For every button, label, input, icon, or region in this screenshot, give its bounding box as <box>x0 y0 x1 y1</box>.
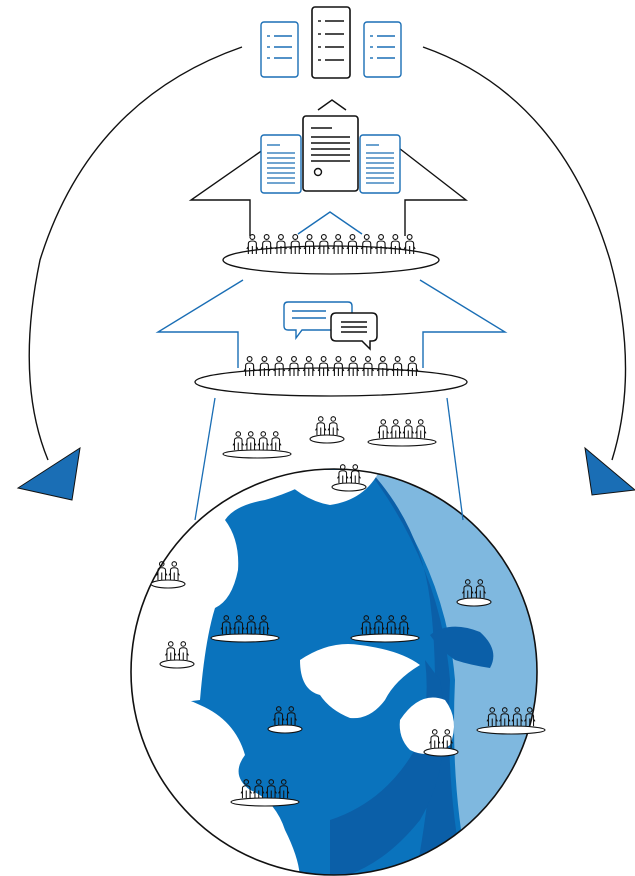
globe-outline <box>130 468 538 876</box>
person-icon <box>245 431 257 451</box>
person-icon <box>303 234 316 255</box>
funnel-line-left <box>194 397 216 521</box>
person-icon <box>302 356 315 377</box>
small-groups <box>150 416 546 807</box>
group-platform <box>456 597 492 607</box>
blue-chevron <box>297 211 363 235</box>
right-cycle-arc <box>422 46 627 461</box>
person-icon <box>289 234 302 255</box>
funnel-line-right <box>446 397 464 521</box>
document-icon <box>359 134 401 194</box>
person-icon <box>258 356 271 377</box>
people-group <box>476 707 546 735</box>
person-icon <box>403 234 416 255</box>
people-group <box>210 615 280 643</box>
people-group <box>222 431 292 459</box>
group-platform <box>222 449 292 459</box>
land-center <box>300 644 420 719</box>
land-island <box>399 697 454 754</box>
group-platform <box>350 633 420 643</box>
mid-documents <box>260 115 401 194</box>
person-icon <box>402 419 414 439</box>
group-platform <box>309 434 345 444</box>
person-icon <box>246 234 259 255</box>
group-platform <box>423 747 459 757</box>
person-icon <box>377 419 389 439</box>
mid-crowd-platform <box>194 367 468 397</box>
person-icon <box>376 356 389 377</box>
people-group <box>309 416 345 444</box>
mid-crowd <box>243 356 419 377</box>
people-group <box>267 706 303 734</box>
right-arrowhead <box>584 446 635 496</box>
chat-bubbles-icon <box>283 301 378 351</box>
person-icon <box>332 234 345 255</box>
black-arrow-left <box>188 144 271 236</box>
document-list-icon <box>363 21 402 78</box>
people-group <box>367 419 437 447</box>
document-icon <box>302 115 359 192</box>
person-icon <box>360 234 373 255</box>
person-icon <box>374 234 388 255</box>
person-icon <box>287 356 301 377</box>
person-icon <box>327 416 339 436</box>
document-list-icon <box>260 21 299 78</box>
person-icon <box>243 356 256 377</box>
group-platform <box>267 724 303 734</box>
people-group <box>159 641 195 669</box>
people-group <box>456 579 492 607</box>
group-platform <box>150 579 186 589</box>
top-crowd-platform <box>222 245 440 275</box>
person-icon <box>273 356 286 377</box>
left-cycle-arc <box>28 46 243 461</box>
person-icon <box>347 356 360 377</box>
person-icon <box>317 234 330 255</box>
group-platform <box>367 437 437 447</box>
person-icon <box>332 356 345 377</box>
person-icon <box>315 416 327 436</box>
person-icon <box>274 234 288 255</box>
group-platform <box>331 482 367 492</box>
globe-dark-band <box>360 469 465 875</box>
person-icon <box>389 234 402 255</box>
person-icon <box>406 356 419 377</box>
person-icon <box>232 431 244 451</box>
group-platform <box>159 659 195 669</box>
person-icon <box>346 234 359 255</box>
blue-arrow-left <box>155 279 244 368</box>
person-icon <box>317 356 330 377</box>
top-documents <box>260 6 402 79</box>
globe-dark-lower <box>330 660 445 875</box>
group-platform <box>210 633 280 643</box>
people-group <box>423 729 459 757</box>
land-southeast <box>462 830 537 875</box>
person-icon <box>415 419 427 439</box>
globe <box>130 468 538 876</box>
black-arrow-right <box>394 144 469 236</box>
person-icon <box>391 356 404 377</box>
person-icon <box>260 234 273 255</box>
land-north <box>275 470 380 505</box>
blue-arrow-right <box>419 279 508 368</box>
people-group <box>350 615 420 643</box>
left-arrowhead <box>16 446 81 501</box>
group-platform <box>476 725 546 735</box>
people-group <box>150 561 186 589</box>
up-chevron <box>317 99 347 111</box>
person-icon <box>257 431 269 451</box>
group-platform <box>230 797 300 807</box>
person-icon <box>361 356 375 377</box>
top-crowd <box>246 234 416 255</box>
person-icon <box>390 419 402 439</box>
people-group <box>230 779 300 807</box>
server-tower-icon <box>311 6 351 79</box>
land-shadow <box>430 626 494 668</box>
document-icon <box>260 134 302 194</box>
people-group <box>331 464 367 492</box>
person-icon <box>270 431 282 451</box>
